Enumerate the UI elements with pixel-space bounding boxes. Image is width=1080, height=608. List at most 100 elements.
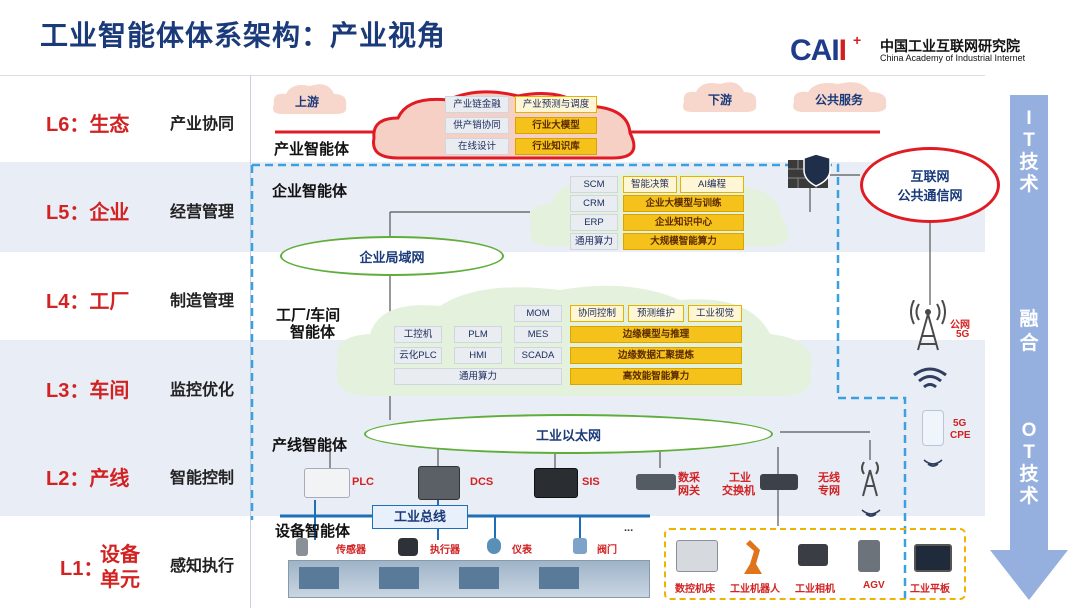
internet-label-line1: 互联网: [910, 169, 950, 184]
industry-cell-6: 行业知识库: [515, 138, 597, 155]
public-5g-line1: 公网: [950, 320, 970, 331]
downstream-cloud: [683, 82, 757, 112]
enterprise-lan-oval: 企业局域网: [280, 236, 504, 276]
plc-icon: [304, 468, 350, 498]
device-sis-label: SIS: [582, 476, 600, 488]
internet-oval: 互联网 公共通信网: [860, 147, 1000, 223]
switch-icon: [760, 474, 798, 490]
right-item-agv: AGV: [863, 580, 885, 591]
enterprise-agent-label: 企业智能体: [272, 183, 348, 200]
level-l2-label: L2：产线: [46, 468, 130, 490]
industry-cell-5: 行业大模型: [515, 117, 597, 134]
factory-cell-edge-model: 边缘模型与推理: [570, 326, 742, 343]
cpe-line1: 5G: [953, 418, 967, 429]
item-more-label: ...: [624, 522, 634, 534]
level-l1-line2: 单元: [100, 569, 140, 591]
caii-logo: CAII: [790, 34, 847, 68]
level-l5-desc: 经营管理: [170, 204, 235, 221]
industry-agent-label: 产业智能体: [274, 141, 350, 158]
factory-cell-cloud-plc: 云化PLC: [394, 347, 442, 364]
enterprise-lan-label: 企业局域网: [359, 250, 425, 265]
cpe-line2: CPE: [950, 430, 971, 441]
level-l6-desc: 产业协同: [170, 116, 235, 133]
fusion-text: 融 合: [1016, 308, 1042, 356]
logo-cn-text: 中国工业互联网研究院: [880, 38, 1020, 54]
arrow-ot-2: T: [1023, 442, 1035, 463]
logo-brand-accent: I: [838, 34, 847, 67]
5g-tower-icon: [910, 300, 946, 351]
ent-cell-ai: AI编程: [680, 176, 744, 193]
right-item-tablet: 工业平板: [910, 584, 950, 595]
ent-cell-model: 企业大模型与训练: [623, 195, 744, 212]
smart-device-group: [664, 528, 966, 600]
level-l3-desc: 监控优化: [170, 382, 235, 399]
right-item-robot: 工业机器人: [730, 584, 780, 595]
industry-cell-2: 供产销协同: [445, 117, 509, 134]
downstream-node: 下游: [708, 93, 733, 107]
cpe-device-icon: [922, 410, 944, 446]
cpe-signal-icon: [923, 459, 943, 467]
device-switch-line2: 交换机: [722, 485, 755, 497]
industrial-camera-icon: [798, 544, 828, 566]
industrial-ethernet-label: 工业以太网: [535, 428, 601, 443]
device-gateway-line1: 数采: [678, 472, 700, 484]
right-item-cnc: 数控机床: [675, 584, 715, 595]
ent-cell-compute: 通用算力: [570, 233, 618, 250]
sis-icon: [534, 468, 578, 498]
item-meter-label: 仪表: [512, 545, 532, 556]
arrow-it-4: 术: [1019, 174, 1039, 195]
line-agent-label: 产线智能体: [272, 437, 348, 454]
factory-cell-vision: 工业视觉: [688, 305, 742, 322]
factory-cell-predict: 预测维护: [628, 305, 684, 322]
arrow-ot-3: 技: [1019, 464, 1039, 485]
item-sensor-label: 传感器: [336, 545, 366, 556]
ent-cell-erp: ERP: [570, 214, 618, 231]
production-line-image: [288, 560, 650, 598]
public-service-cloud: [793, 82, 887, 112]
factory-cell-coop: 协同控制: [570, 305, 624, 322]
upstream-cloud: [273, 84, 347, 114]
arrow-it-1: I: [1026, 108, 1032, 129]
arrow-it-3: 技: [1019, 152, 1039, 173]
public-5g-line2: 5G: [956, 329, 970, 340]
industry-cell-4: 产业预测与调度: [515, 96, 597, 113]
logo-plus: +: [853, 32, 862, 48]
level-l1-prefix: L1：: [60, 558, 104, 580]
level-l1-line1: 设备: [100, 544, 140, 566]
device-wireless-line2: 专网: [818, 485, 840, 497]
factory-cell-hmi: HMI: [454, 347, 502, 364]
dashed-frame-right: [252, 163, 907, 600]
level-l4-desc: 制造管理: [170, 293, 235, 310]
device-plc-label: PLC: [352, 476, 374, 488]
device-agent-label: 设备智能体: [275, 523, 351, 540]
ent-cell-decision: 智能决策: [623, 176, 677, 193]
factory-cell-compute: 通用算力: [394, 368, 562, 385]
item-actuator-label: 执行器: [430, 545, 460, 556]
factory-cell-edge-data: 边缘数据汇聚提炼: [570, 347, 742, 364]
ot-tech-text: O T 技 术: [1016, 420, 1042, 508]
factory-agent-label-line2: 智能体: [290, 324, 336, 341]
industrial-tablet-icon: [914, 544, 952, 572]
factory-cell-ipc: 工控机: [394, 326, 442, 343]
factory-cell-mom: MOM: [514, 305, 562, 322]
dcs-icon: [418, 466, 460, 500]
ent-cell-crm: CRM: [570, 195, 618, 212]
arrow-mid-2: 合: [1019, 333, 1039, 354]
factory-cell-ai-compute: 高效能智能算力: [570, 368, 742, 385]
it-tech-text: I T 技 术: [1016, 108, 1042, 196]
sensor-icon: [296, 538, 308, 556]
industry-cell-3: 在线设计: [445, 138, 509, 155]
page-title: 工业智能体体系架构：产业视角: [40, 20, 447, 51]
level-l2-desc: 智能控制: [170, 470, 235, 487]
public-service-node: 公共服务: [815, 93, 864, 107]
arrow-ot-4: 术: [1019, 486, 1039, 507]
factory-cell-scada: SCADA: [514, 347, 562, 364]
factory-cell-mes: MES: [514, 326, 562, 343]
device-wireless-line1: 无线: [818, 472, 840, 484]
wireless-signal-icon: [913, 367, 947, 389]
factory-agent-label-line1: 工厂/车间: [276, 307, 341, 324]
device-gateway-line2: 网关: [678, 485, 700, 497]
arrow-mid-1: 融: [1019, 309, 1039, 330]
device-dcs-label: DCS: [470, 476, 494, 488]
industrial-bus-box: 工业总线: [372, 505, 468, 529]
